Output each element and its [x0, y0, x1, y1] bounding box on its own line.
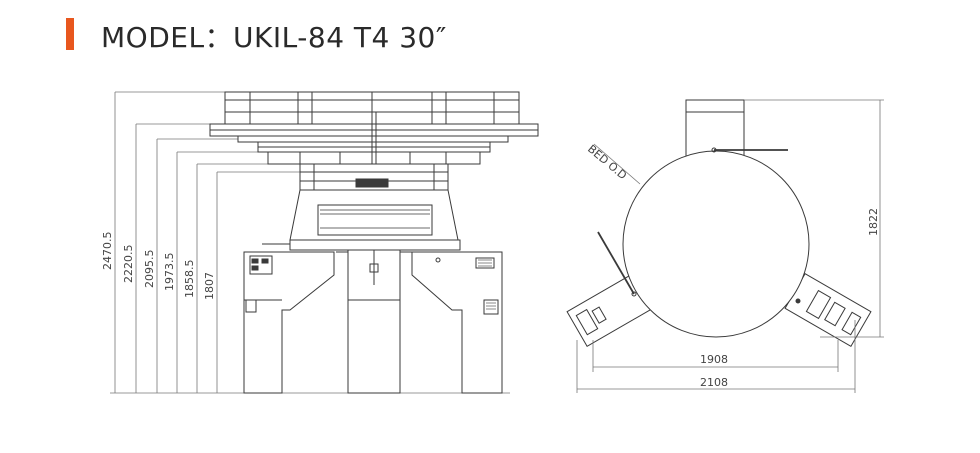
top-plate — [209, 123, 539, 165]
height-dim-1858: 1858.5 — [183, 260, 196, 299]
base-frame — [243, 243, 503, 394]
depth-dimension-lines — [744, 99, 884, 338]
needle-bed — [320, 209, 430, 229]
height-dim-2220: 2220.5 — [122, 245, 135, 284]
title-accent-bar — [66, 18, 74, 50]
top-view: BED O.D 1822 1908 2108 — [566, 99, 884, 393]
bed-od-label: BED O.D — [585, 142, 629, 182]
front-view: 2470.5 2220.5 2095.5 1973.5 1858.5 1807 — [101, 91, 539, 394]
width-dimension-lines — [576, 320, 856, 393]
height-dim-1807: 1807 — [203, 272, 216, 300]
outer-width-dim-label: 2108 — [700, 376, 728, 389]
page-title: MODEL：UKIL-84 T4 30″ — [101, 21, 447, 54]
cam-rods — [597, 147, 788, 297]
depth-dim-label: 1822 — [867, 208, 880, 236]
height-dimension-lines — [110, 91, 510, 394]
height-dim-2095: 2095.5 — [143, 250, 156, 289]
inner-width-dim-label: 1908 — [700, 353, 728, 366]
cylinder-body — [289, 189, 461, 251]
bed-diameter-leader — [593, 143, 641, 185]
bed-circle — [622, 150, 810, 338]
height-dim-1973: 1973.5 — [163, 253, 176, 292]
height-dim-2470: 2470.5 — [101, 232, 114, 271]
bed-center-mark — [795, 298, 801, 304]
